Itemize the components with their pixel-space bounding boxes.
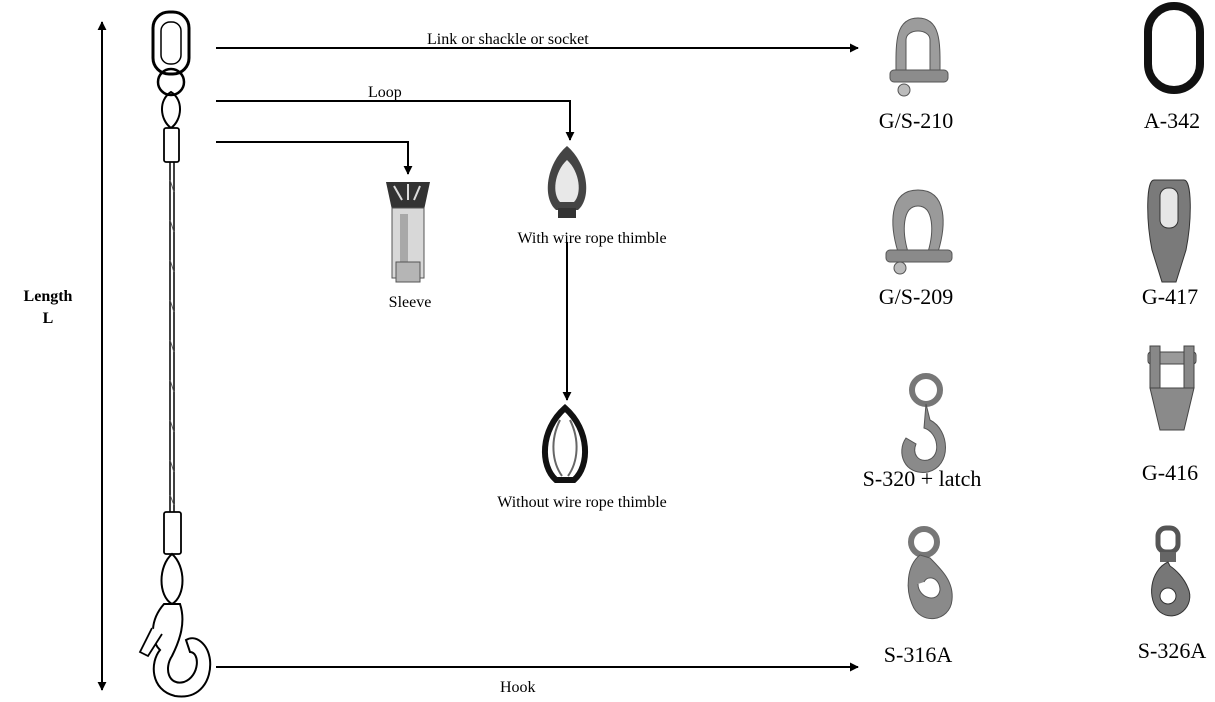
top-thimble-icon xyxy=(161,90,181,130)
socket-g416-icon xyxy=(1147,345,1197,431)
hook-s316a-icon xyxy=(907,526,953,620)
without-thimble-icon xyxy=(542,404,588,483)
top-ferrule-icon xyxy=(163,127,180,163)
sub-link-icon xyxy=(156,67,186,97)
fitting-label-g416: G-416 xyxy=(1141,460,1199,485)
fitting-label-s316a: S-316A xyxy=(883,642,953,667)
length-label-line2: L xyxy=(42,310,54,327)
sleeve-label: Sleeve xyxy=(388,294,432,311)
sling-hook-icon xyxy=(152,603,212,698)
sleeve-arrow xyxy=(216,141,413,175)
hook-s320-icon xyxy=(901,373,946,473)
wire-rope-sling xyxy=(138,10,212,698)
without-thimble-label: Without wire rope thimble xyxy=(497,494,667,511)
shackle-gs209-icon xyxy=(885,189,953,275)
bottom-ferrule-icon xyxy=(163,511,182,555)
fitting-label-s326a: S-326A xyxy=(1137,638,1207,663)
link-a342-icon xyxy=(1144,2,1204,94)
loop-label: Loop xyxy=(368,84,402,101)
bottom-thimble-icon xyxy=(160,552,184,606)
sleeve-icon xyxy=(386,182,430,283)
swivel-hook-s326a-icon xyxy=(1151,525,1191,617)
with-thimble-label: With wire rope thimble xyxy=(517,230,667,247)
hook-label: Hook xyxy=(500,679,536,696)
with-thimble-icon xyxy=(547,146,587,218)
fitting-label-a342: A-342 xyxy=(1143,108,1201,133)
fitting-label-s320: S-320 + latch xyxy=(862,466,982,491)
fitting-label-g417: G-417 xyxy=(1141,284,1199,309)
socket-g417-icon xyxy=(1147,179,1191,283)
link-shackle-socket-label: Link or shackle or socket xyxy=(427,31,589,48)
length-label-line1: Length xyxy=(23,288,73,305)
master-link-icon xyxy=(151,10,191,76)
loop-arrow xyxy=(216,100,575,141)
fitting-label-gs210: G/S-210 xyxy=(878,108,954,133)
length-label: Length L xyxy=(14,286,82,330)
fitting-label-gs209: G/S-209 xyxy=(878,284,954,309)
shackle-gs210-icon xyxy=(889,17,949,97)
